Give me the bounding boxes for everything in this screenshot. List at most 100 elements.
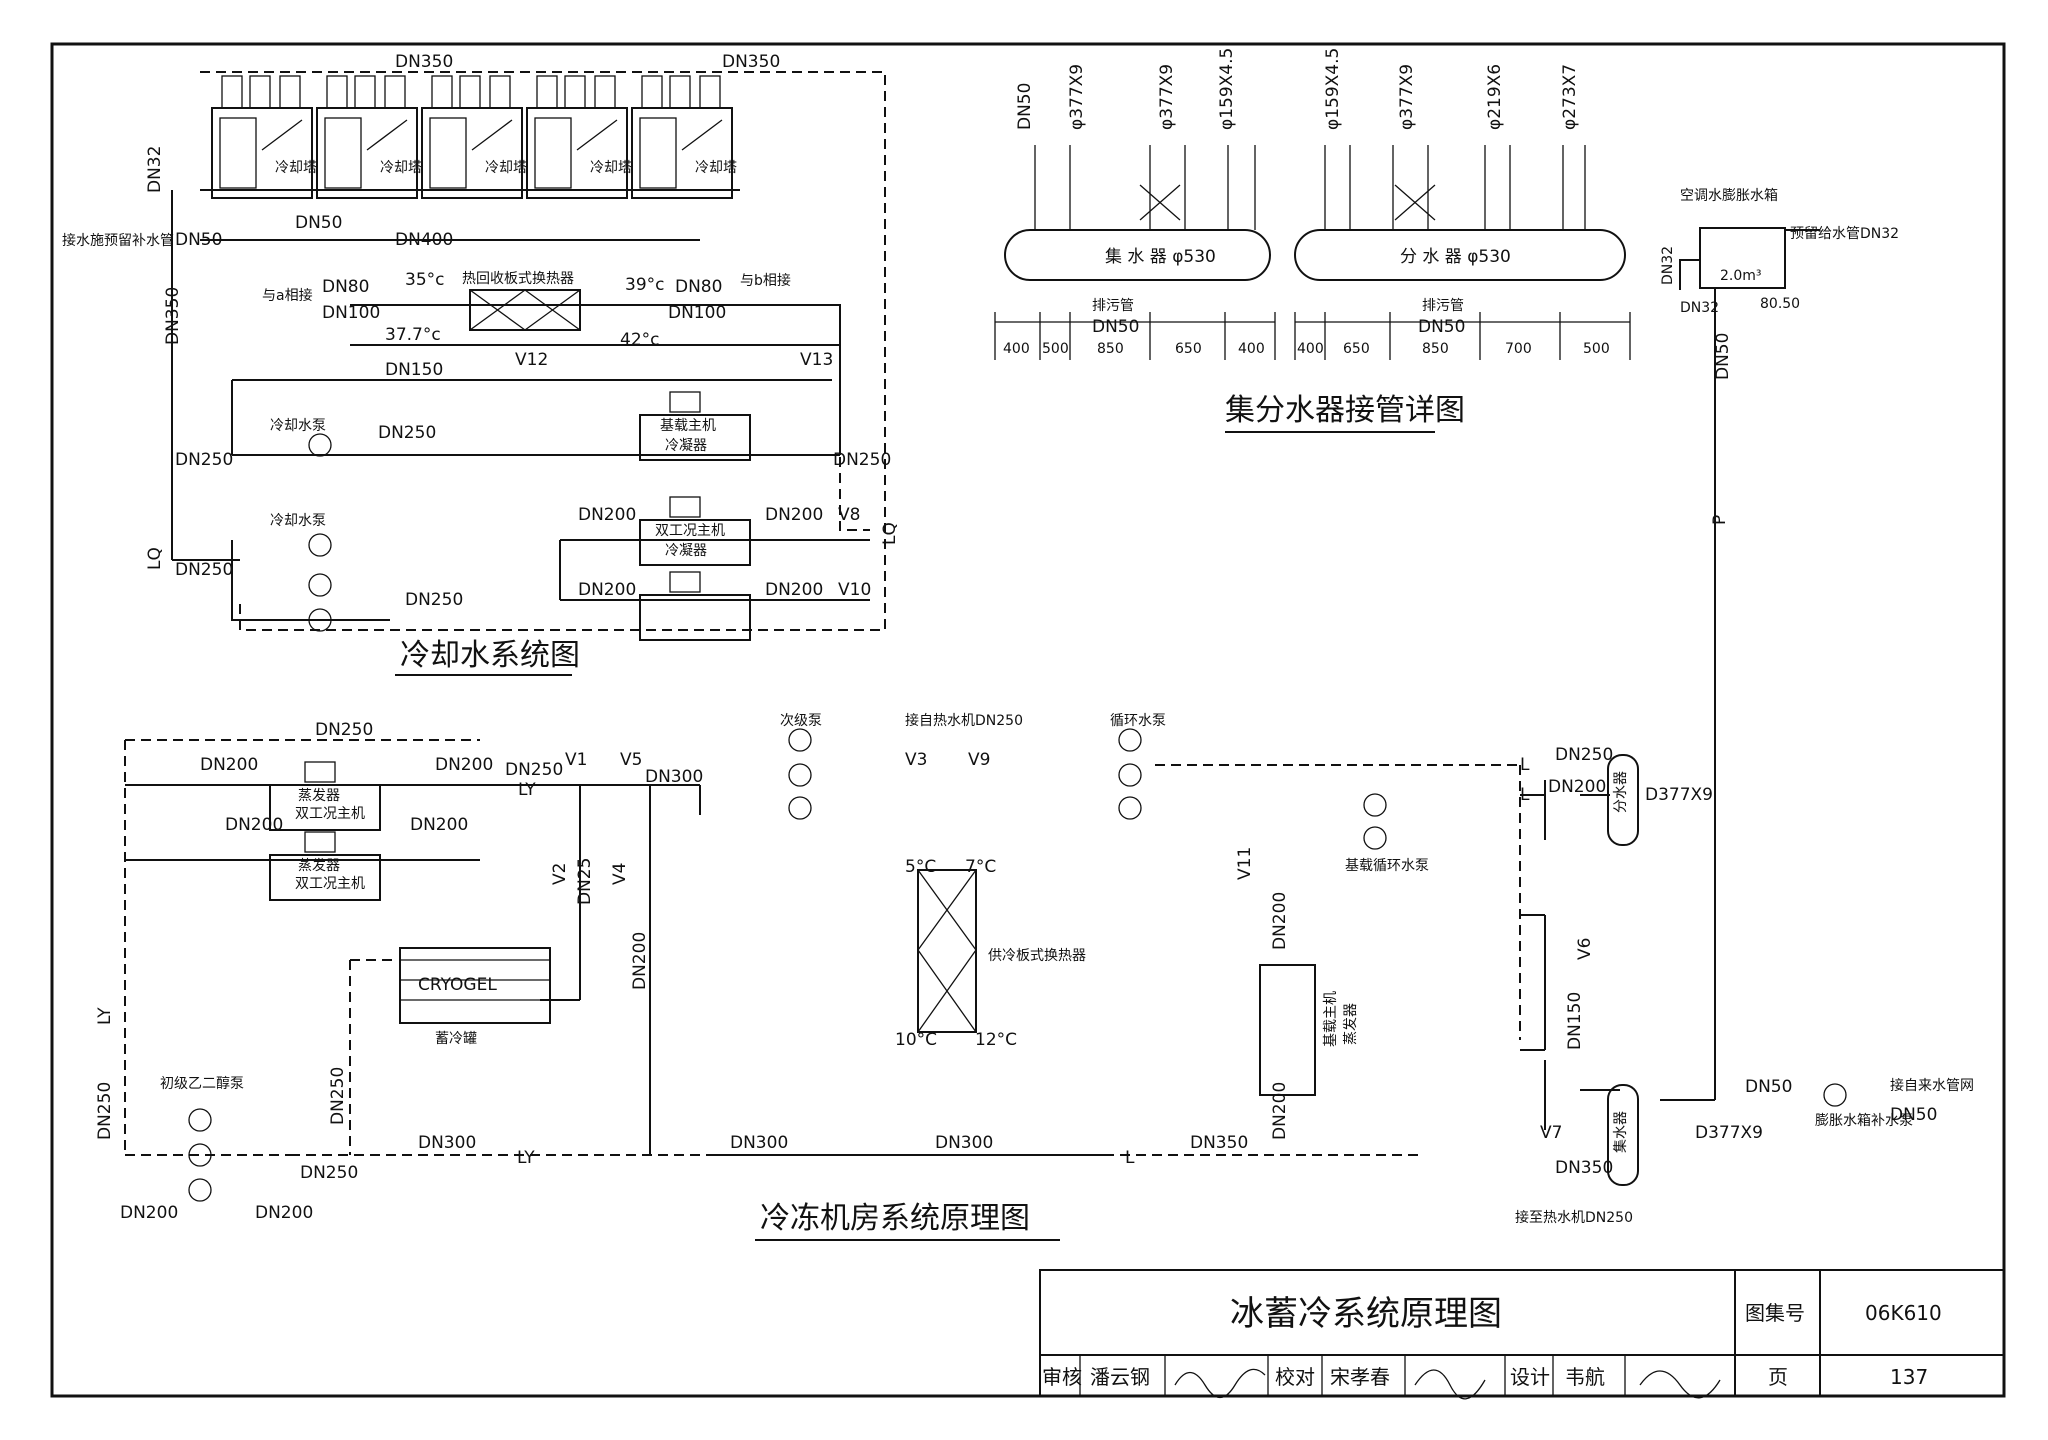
dimension: 400 xyxy=(1297,341,1324,357)
pipe-size: DN50 xyxy=(1015,83,1035,130)
cooling-tower-5 xyxy=(631,107,733,199)
label: DN200 xyxy=(225,815,283,835)
label: DN300 xyxy=(418,1133,476,1153)
drain-size: DN50 xyxy=(1418,317,1465,337)
label: LY xyxy=(518,780,536,800)
cooling-towers: 冷却塔 冷却塔 冷却塔 冷却塔 冷却塔 xyxy=(211,75,737,199)
label: DN250 xyxy=(505,760,563,780)
sheet-border xyxy=(50,42,2006,1398)
label: DN250 xyxy=(95,1082,115,1140)
label: 冷却水泵 xyxy=(270,513,326,529)
dimension: 400 xyxy=(1003,341,1030,357)
dimension: 700 xyxy=(1505,341,1532,357)
temp: 10°C xyxy=(895,1030,937,1050)
label: DN200 xyxy=(765,580,823,600)
review-name: 潘云钢 xyxy=(1090,1365,1150,1389)
base-chiller-evaporator xyxy=(1259,964,1316,1096)
label: LY xyxy=(95,1007,115,1025)
base-pumps-label: 基载循环水泵 xyxy=(1345,857,1429,874)
tower-label: 冷却塔 xyxy=(275,160,317,176)
dimension: 400 xyxy=(1238,341,1265,357)
secondary-pumps-label: 次级泵 xyxy=(780,713,822,729)
label: DN200 xyxy=(435,755,493,775)
branch-pipes-lower xyxy=(231,539,870,621)
label: DN32 xyxy=(145,146,165,193)
label: DN200 xyxy=(200,755,258,775)
label: 蒸发器 xyxy=(298,858,340,874)
evaporator-dual-2 xyxy=(269,831,381,901)
drain-size: DN50 xyxy=(1092,317,1139,337)
label: V10 xyxy=(838,580,871,600)
label: DN200 xyxy=(630,932,650,990)
label: DN50 xyxy=(1745,1077,1792,1097)
label: DN150 xyxy=(1565,992,1585,1050)
label: L xyxy=(1125,1148,1135,1168)
label: DN400 xyxy=(395,230,453,250)
hx-label: 供冷板式换热器 xyxy=(988,947,1086,964)
label: DN80 xyxy=(675,277,722,297)
tower-label: 冷却塔 xyxy=(695,160,737,176)
label: 与a相接 xyxy=(262,287,313,304)
label: V1 xyxy=(565,750,587,770)
condenser-base xyxy=(639,391,751,461)
label: DN300 xyxy=(645,767,703,787)
label: DN250 xyxy=(1555,745,1613,765)
tank-label: 空调水膨胀水箱 xyxy=(1680,187,1778,204)
cooling-pumps xyxy=(308,433,332,632)
label: P xyxy=(1710,515,1730,525)
collector-header xyxy=(1004,229,1271,281)
design-name: 韦航 xyxy=(1565,1365,1605,1389)
pipe-size: φ377X9 xyxy=(1067,64,1087,130)
label: DN32 xyxy=(1660,246,1676,285)
label: DN250 xyxy=(378,423,436,443)
label: DN200 xyxy=(255,1203,313,1223)
manifold-title: 集分水器接管详图 xyxy=(1225,393,1465,428)
label: 基载主机 xyxy=(660,417,716,434)
valve: V9 xyxy=(968,750,990,770)
manifold-detail: DN50 φ377X9 φ377X9 φ159X4.5 φ159X4.5 φ37… xyxy=(994,48,1631,433)
label: 冷凝器 xyxy=(665,543,707,559)
chiller-room-system: DN250 DN200 DN200 DN200 DN200 DN250 LY V… xyxy=(95,712,1974,1241)
label: 80.50 xyxy=(1760,296,1800,312)
design-signature xyxy=(1639,1370,1721,1399)
sheet-title: 冰蓄冷系统原理图 xyxy=(1230,1294,1502,1334)
label: DN350 xyxy=(722,52,780,72)
label: DN250 xyxy=(315,720,373,740)
label: 双工况主机 xyxy=(295,876,365,892)
tank-pipe-note: 预留给水管DN32 xyxy=(1790,226,1899,242)
cooling-tower-3 xyxy=(421,107,523,199)
dimension: 500 xyxy=(1042,341,1069,357)
label: 双工况主机 xyxy=(295,806,365,822)
label: DN80 xyxy=(322,277,369,297)
label: 蒸发器 xyxy=(298,788,340,804)
cooling-water-system: 冷却塔 冷却塔 冷却塔 冷却塔 冷却塔 xyxy=(62,52,900,676)
label: 37.7°c xyxy=(385,325,441,345)
label: 与b相接 xyxy=(740,272,791,289)
chiller-room-title: 冷冻机房系统原理图 xyxy=(760,1201,1030,1236)
label: 集水器 xyxy=(1612,1111,1629,1153)
circ-pumps-label: 循环水泵 xyxy=(1110,713,1166,729)
label: 基载主机 xyxy=(1322,991,1339,1047)
label: CRYOGEL xyxy=(418,975,497,995)
expansion-tank-box xyxy=(1699,227,1786,289)
label: V4 xyxy=(610,863,630,885)
tower-label: 冷却塔 xyxy=(485,160,527,176)
dimension: 850 xyxy=(1097,341,1124,357)
label: 39°c xyxy=(625,275,664,295)
valve: V3 xyxy=(905,750,927,770)
cooling-tower-1 xyxy=(211,107,313,199)
valve: V6 xyxy=(1575,938,1595,960)
l-pipes xyxy=(960,764,1521,1156)
cooling-water-title: 冷却水系统图 xyxy=(400,638,580,673)
label: 接至热水机DN250 xyxy=(1515,1209,1633,1226)
page-label: 页 xyxy=(1768,1365,1788,1389)
distributor-label: 分 水 器 φ530 xyxy=(1400,247,1511,267)
title-block: 冰蓄冷系统原理图 图集号 06K610 审核 潘云钢 校对 宋孝春 设计 韦航 … xyxy=(1039,1269,2005,1400)
label: DN200 xyxy=(410,815,468,835)
condenser-dual-1 xyxy=(639,496,751,566)
label: DN200 xyxy=(578,580,636,600)
label: DN350 xyxy=(395,52,453,72)
label: V8 xyxy=(838,505,860,525)
label: DN50 xyxy=(1713,333,1733,380)
expansion-tank: 空调水膨胀水箱 2.0m³ 预留给水管DN32 DN32 DN32 80.50 … xyxy=(1660,187,1899,1101)
